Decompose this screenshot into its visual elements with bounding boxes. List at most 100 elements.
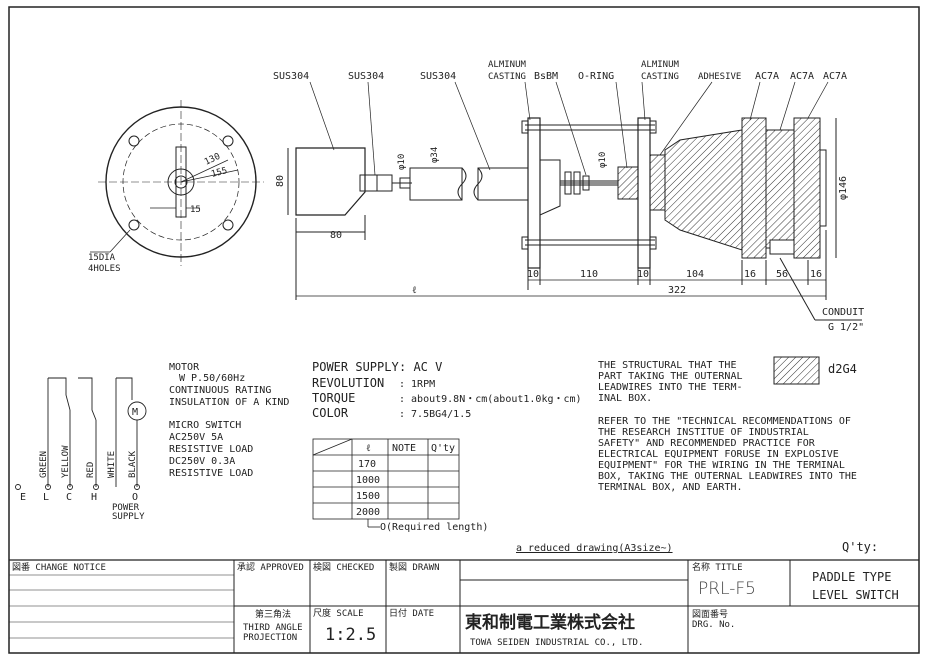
refer-note-4: ELECTRICAL EQUIPMENT FORUSE IN EXPLOSIVE: [598, 449, 839, 460]
wire-red: RED: [86, 462, 96, 478]
table-row-170: 170: [358, 459, 376, 470]
reduced-drawing-note: a reduced drawing(A3size~): [516, 543, 673, 554]
micro-line-4: DC250V 0.3A: [169, 456, 235, 467]
terminal-l: L: [43, 492, 49, 503]
motor-line-2: W P.50/60Hz: [179, 373, 245, 384]
spec-color-label: COLOR: [312, 406, 349, 420]
micro-line-1: MICRO SWITCH: [169, 420, 241, 431]
dim-10-a: 10: [527, 269, 539, 280]
motor-line-4: INSULATION OF A KIND: [169, 397, 289, 408]
label-casting-1: CASTING: [488, 72, 526, 82]
spec-torque-label: TORQUE: [312, 391, 355, 405]
dim-phi34: φ34: [430, 147, 440, 163]
front-view: [90, 100, 264, 266]
structural-note-3: LEADWIRES INTO THE TERM-: [598, 382, 743, 393]
dim-80-vertical: 80: [275, 175, 286, 187]
table-header-note: NOTE: [392, 443, 416, 454]
dim-80-horizontal: 80: [330, 230, 342, 241]
micro-line-5: RESISTIVE LOAD: [169, 468, 253, 479]
product-title-2: LEVEL SWITCH: [812, 588, 899, 602]
company-name-en: TOWA SEIDEN INDUSTRIAL CO., LTD.: [470, 638, 643, 648]
drawing-no-label-jp: 図面番号: [692, 608, 728, 620]
terminal-e: E: [20, 492, 26, 503]
label-sus304-3: SUS304: [420, 71, 456, 82]
title-label: 名称 TITLE: [692, 561, 743, 573]
label-alminum-1: ALMINUM: [488, 60, 527, 70]
micro-line-2: AC250V 5A: [169, 432, 223, 443]
wiring-diagram: [15, 377, 147, 490]
dim-110: 110: [580, 269, 598, 280]
motor-line-3: CONTINUOUS RATING: [169, 385, 271, 396]
wire-white: WHITE: [107, 451, 117, 478]
holes-count: 4HOLES: [88, 264, 121, 274]
dim-10-b: 10: [637, 269, 649, 280]
scale-value: 1:2.5: [325, 625, 376, 645]
structural-note-1: THE STRUCTURAL THAT THE: [598, 360, 736, 371]
label-sus304-1: SUS304: [273, 71, 309, 82]
table-header-l: ℓ: [366, 443, 371, 454]
label-oring: O-RING: [578, 71, 614, 82]
label-ac7a-3: AC7A: [823, 71, 847, 82]
checked-label: 検図 CHECKED: [313, 561, 374, 573]
dim-16-b: 16: [810, 269, 822, 280]
qty-label: Q'ty:: [842, 540, 878, 554]
spec-color-value: : 7.5BG4/1.5: [399, 409, 471, 420]
hatch-legend-swatch: [773, 356, 820, 385]
dim-104: 104: [686, 269, 704, 280]
spec-revolution-value: : 1RPM: [399, 379, 435, 390]
label-conduit: CONDUIT: [822, 307, 864, 318]
structural-note-2: PART TAKING THE OUTERNAL: [598, 371, 743, 382]
projection-en-2: PROJECTION: [243, 633, 297, 643]
dim-322: 322: [668, 285, 686, 296]
dim-phi146: φ146: [838, 176, 849, 200]
refer-note-7: TERMINAL BOX, AND EARTH.: [598, 482, 743, 493]
refer-note-1: REFER TO THE "TECHNICAL RECOMMENDATIONS …: [598, 416, 851, 427]
dim-phi10-b: φ10: [598, 152, 608, 168]
label-bsbm: BsBM: [534, 71, 558, 82]
power-label-2: SUPPLY: [112, 512, 145, 522]
label-sus304-2: SUS304: [348, 71, 384, 82]
sheet-border: [8, 6, 920, 654]
wire-black: BLACK: [128, 450, 138, 478]
spec-power-value: : AC V: [399, 360, 442, 374]
projection-en-1: THIRD ANGLE: [243, 623, 303, 633]
scale-label: 尺度 SCALE: [313, 607, 364, 619]
change-notice-label: 図番 CHANGE NOTICE: [12, 561, 106, 573]
dim-56: 56: [776, 269, 788, 280]
drawing-no-label-en: DRG. No.: [692, 620, 735, 630]
date-label: 日付 DATE: [389, 608, 434, 619]
spec-torque-value: : about9.8N・cm(about1.0kg・cm): [399, 394, 582, 405]
table-row-1000: 1000: [356, 475, 380, 486]
spec-revolution-label: REVOLUTION: [312, 376, 384, 390]
dim-16-a: 16: [744, 269, 756, 280]
label-alminum-2: ALMINUM: [641, 60, 680, 70]
dim-155: 155: [210, 166, 228, 180]
drawn-label: 製図 DRAWN: [389, 561, 440, 573]
table-row-2000: 2000: [356, 507, 380, 518]
table-row-1500: 1500: [356, 491, 380, 502]
label-adhesive: ADHESIVE: [698, 72, 741, 82]
length-table: [312, 438, 460, 528]
refer-note-3: SAFETY" AND RECOMMENDED PRACTICE FOR: [598, 438, 816, 449]
company-name-jp: 東和制電工業株式会社: [465, 612, 635, 633]
refer-note-5: EQUIPMENT" FOR THE WIRING IN THE TERMINA…: [598, 460, 845, 471]
side-view: [287, 81, 862, 321]
dim-phi10-a: φ10: [397, 154, 407, 170]
label-ac7a-2: AC7A: [790, 71, 814, 82]
wire-yellow: YELLOW: [61, 445, 71, 478]
label-ac7a-1: AC7A: [755, 71, 779, 82]
refer-note-6: BOX, TAKING THE OUTERNAL LEADWIRES INTO …: [598, 471, 857, 482]
motor-line-1: MOTOR: [169, 362, 200, 373]
label-conduit-size: G 1/2": [828, 322, 864, 333]
motor-symbol: M: [132, 407, 138, 418]
power-label-1: POWER: [112, 503, 140, 513]
dim-15: 15: [190, 205, 201, 215]
model-number: PRL-F5: [698, 579, 756, 599]
terminal-o: O: [132, 492, 138, 503]
dim-130: 130: [203, 152, 222, 168]
holes-label: 15DIA: [88, 253, 116, 263]
label-casting-2: CASTING: [641, 72, 679, 82]
terminal-c: C: [66, 492, 72, 503]
hatch-legend-code: d2G4: [828, 362, 857, 376]
